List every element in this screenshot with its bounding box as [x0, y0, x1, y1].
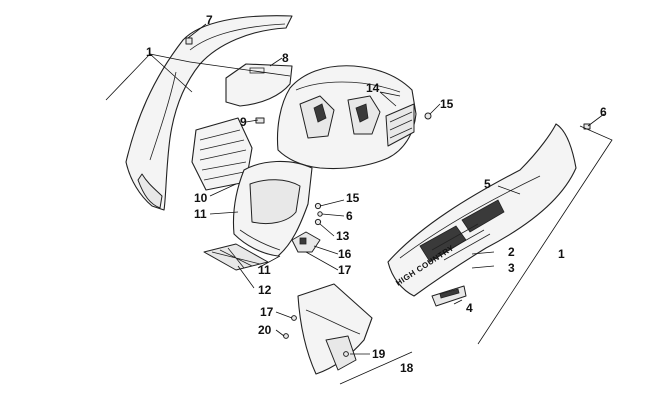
- clip-part-7: [185, 37, 193, 45]
- callout-10: 10: [194, 191, 208, 205]
- callout-2: 2: [508, 245, 515, 259]
- callout-14: 14: [366, 81, 380, 95]
- fastener-part-13: [314, 218, 322, 226]
- left-side-panel: [125, 15, 293, 211]
- fastener-part-20: [283, 333, 289, 339]
- callout-5: 5: [484, 177, 491, 191]
- callout-7: 7: [206, 13, 213, 27]
- callout-16: 16: [338, 247, 352, 261]
- fastener-part-17b: [291, 315, 297, 321]
- hood-part-14: [277, 65, 417, 170]
- callout-11a: 11: [194, 207, 207, 221]
- callout-1a: 1: [146, 45, 153, 59]
- callout-17a: 17: [338, 263, 352, 277]
- callout-4: 4: [466, 301, 473, 315]
- callout-13: 13: [336, 229, 350, 243]
- callout-1b: 1: [558, 247, 565, 261]
- callout-19: 19: [372, 347, 386, 361]
- callout-9: 9: [240, 115, 247, 129]
- belly-pan-part-18: [297, 283, 373, 375]
- fastener-part-15b: [314, 202, 322, 210]
- callout-15a: 15: [440, 97, 454, 111]
- panel-part-8: [225, 63, 293, 107]
- bracket-part-16: [291, 231, 321, 253]
- callout-3: 3: [508, 261, 515, 275]
- leader-lines: [105, 23, 613, 385]
- callout-8: 8: [282, 51, 289, 65]
- callout-11b: 11: [258, 263, 271, 277]
- callout-17b: 17: [260, 305, 274, 319]
- callout-6a: 6: [600, 105, 607, 119]
- callout-labels: 1 7 8 9 14 15 6 5 1 10 11 15 6 13 16 11 …: [146, 13, 607, 375]
- callout-15b: 15: [346, 191, 360, 205]
- callout-6b: 6: [346, 209, 353, 223]
- callout-20: 20: [258, 323, 272, 337]
- fastener-part-15a: [424, 112, 432, 120]
- callout-12: 12: [258, 283, 272, 297]
- badge-part-4: [431, 285, 467, 307]
- lower-nose-part-11: [232, 160, 313, 257]
- callout-18: 18: [400, 361, 414, 375]
- right-side-panel: HIGH COUNTRY: [387, 123, 577, 297]
- mesh-part-12: [203, 243, 269, 271]
- fastener-part-6b: [317, 211, 323, 217]
- fastener-part-19: [343, 351, 349, 357]
